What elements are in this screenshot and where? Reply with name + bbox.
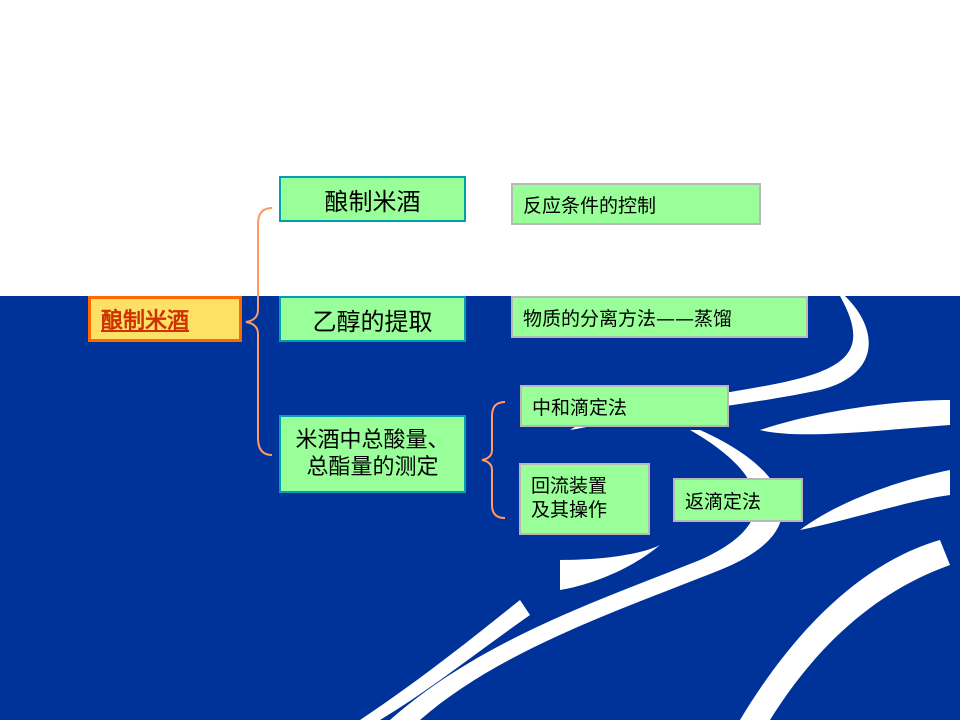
detail-node-neutralization-titration[interactable]: 中和滴定法 xyxy=(520,385,729,427)
detail-node-distillation[interactable]: 物质的分离方法——蒸馏 xyxy=(511,296,808,338)
branch-label-line-1: 米酒中总酸量、 xyxy=(295,427,450,453)
branch-node-brewing[interactable]: 酿制米酒 xyxy=(279,176,466,222)
branch-label-line-2: 总酯量的测定 xyxy=(306,455,439,480)
detail-node-reaction-control[interactable]: 反应条件的控制 xyxy=(511,183,761,225)
detail-label: 返滴定法 xyxy=(685,490,762,513)
detail-node-back-titration[interactable]: 返滴定法 xyxy=(673,478,803,522)
root-node[interactable]: 酿制米酒 xyxy=(88,296,242,342)
detail-label: 反应条件的控制 xyxy=(523,194,657,217)
branch-node-ethanol-extraction[interactable]: 乙醇的提取 xyxy=(279,296,466,342)
detail-label-line-1: 回流装置 xyxy=(531,475,608,498)
branch-node-acid-ester-measurement[interactable]: 米酒中总酸量、 总酯量的测定 xyxy=(279,415,466,493)
detail-label-line-2: 及其操作 xyxy=(531,499,608,521)
branch-label: 酿制米酒 xyxy=(324,187,421,216)
branch-label: 乙醇的提取 xyxy=(312,307,433,336)
detail-label: 中和滴定法 xyxy=(532,396,628,419)
detail-label: 物质的分离方法——蒸馏 xyxy=(523,307,733,330)
root-node-label: 酿制米酒 xyxy=(101,309,190,334)
slide-background-top xyxy=(0,0,960,296)
detail-node-reflux-apparatus[interactable]: 回流装置 及其操作 xyxy=(519,463,650,535)
